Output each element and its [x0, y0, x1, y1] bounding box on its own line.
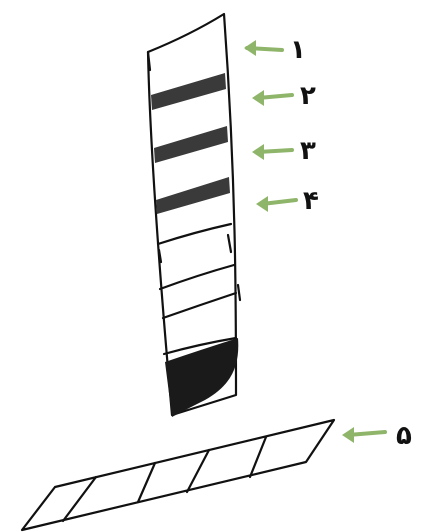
- left-arrow-icon: [252, 90, 294, 106]
- label-1: ١: [290, 35, 306, 65]
- strip-outline: [146, 12, 238, 417]
- left-arrow-icon: [252, 144, 294, 160]
- sketch-notch-a: [157, 248, 163, 264]
- sketch-notch-c: [226, 233, 233, 254]
- flat-strip: [20, 418, 336, 532]
- flat-divider-4: [248, 435, 268, 479]
- band-2: [151, 73, 226, 110]
- strip-top-edge: [146, 50, 152, 72]
- label-2: ٢: [300, 81, 316, 111]
- left-arrow-icon: [256, 196, 298, 212]
- arrows: [244, 40, 387, 443]
- flat-divider-3: [185, 448, 211, 494]
- left-arrow-icon: [244, 40, 284, 56]
- test-strip: [146, 12, 242, 417]
- label-5: ۵: [396, 421, 412, 451]
- flat-divider-2: [136, 461, 157, 504]
- band-3: [154, 126, 228, 163]
- segment-line-4: [162, 336, 238, 356]
- sketch-notch-b: [236, 283, 242, 302]
- flat-divider-1: [61, 475, 98, 523]
- label-4: ۴: [303, 186, 319, 216]
- strip-dark-tip: [165, 338, 239, 417]
- left-arrow-icon: [342, 427, 387, 443]
- segment-line-1: [156, 222, 233, 246]
- segment-line-2: [158, 263, 236, 291]
- flat-strip-outline: [20, 418, 336, 532]
- label-3: ٣: [300, 136, 316, 166]
- segment-line-3: [161, 291, 238, 320]
- band-4: [156, 177, 230, 214]
